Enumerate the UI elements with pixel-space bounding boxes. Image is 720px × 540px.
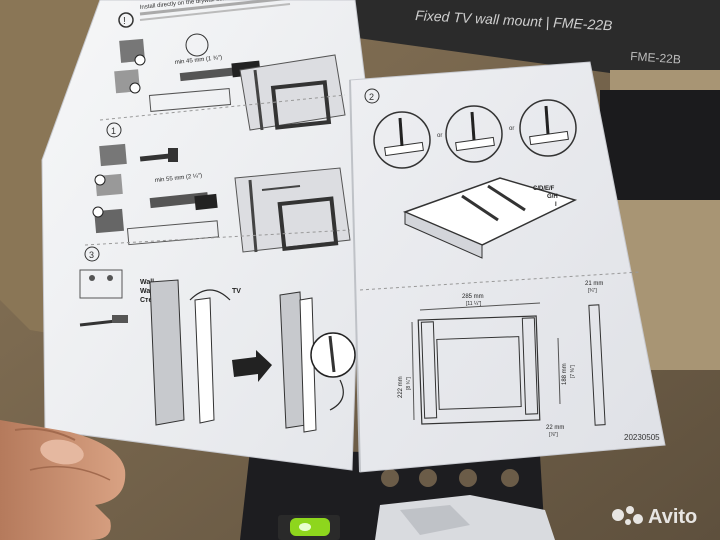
two-person-icon bbox=[79, 269, 123, 299]
step-2-number: 2 bbox=[369, 92, 374, 102]
screw-letters: C/D/E/F bbox=[533, 186, 555, 192]
bubble-level bbox=[278, 515, 340, 540]
width-dim: 285 mm bbox=[462, 294, 484, 300]
avito-logo-dot-3 bbox=[625, 519, 631, 525]
avito-logo-dot-2 bbox=[626, 506, 634, 514]
wall-label-de: Wand bbox=[140, 288, 159, 295]
tv-label: TV bbox=[232, 288, 241, 295]
doc-code: 20230505 bbox=[624, 433, 660, 442]
avito-watermark: Avito bbox=[612, 506, 697, 528]
manual-left-page: ! Install directly on the drywall surfac… bbox=[41, 0, 366, 471]
avito-brand: Avito bbox=[648, 506, 697, 528]
bottom-dim: 22 mm bbox=[546, 425, 564, 431]
avito-logo-dot-1 bbox=[612, 509, 624, 521]
width-in: [11 ¼"] bbox=[466, 301, 482, 307]
vesa-in: [7 ⅜"] bbox=[570, 364, 576, 378]
height-in: [8 ¾"] bbox=[406, 376, 412, 390]
box-model-code: FME-22B bbox=[630, 49, 682, 67]
avito-logo-dot-4 bbox=[633, 514, 643, 524]
screw-letters-2: G/H bbox=[547, 194, 558, 200]
dimension-drawing: 285 mm [11 ¼"] 222 mm [8 ¾"] 188 mm [7 ⅜… bbox=[398, 281, 660, 442]
bottom-in: [⅞"] bbox=[549, 432, 558, 438]
screwdriver-icon bbox=[79, 315, 128, 327]
depth-dim: 21 mm bbox=[585, 281, 603, 287]
min-depth-1: min 45 mm (1 ¾") bbox=[175, 55, 223, 66]
step-3-number: 3 bbox=[89, 250, 94, 260]
step-1-number: 1 bbox=[111, 126, 116, 136]
vesa-dim: 188 mm bbox=[562, 363, 568, 385]
depth-in: [¾"] bbox=[588, 288, 597, 294]
header-warning: ! Install directly on the drywall surfac… bbox=[118, 0, 291, 28]
tv-back-diagram: C/D/E/F G/H I bbox=[402, 177, 578, 259]
screw-options-row: or or bbox=[373, 99, 577, 169]
hand bbox=[0, 420, 126, 540]
tv-wall-drawing-2 bbox=[234, 167, 351, 253]
mount-install-diagram bbox=[149, 279, 356, 433]
tv-wall-drawing-1 bbox=[239, 54, 346, 131]
or-label-2: or bbox=[509, 126, 514, 132]
wall-type-row-top: min 45 mm (1 ¾") bbox=[114, 33, 261, 112]
height-dim: 222 mm bbox=[398, 376, 404, 398]
wall-label-en: Wall bbox=[140, 279, 154, 286]
min-depth-2: min 55 mm (2 ¼") bbox=[155, 173, 203, 184]
screw-bag bbox=[375, 495, 555, 540]
header-note: Install directly on the drywall surface bbox=[140, 0, 237, 11]
manual-right-page: 2 or or C/D/E/F G/H I 285 mm [1 bbox=[349, 61, 666, 473]
screw-letter-i: I bbox=[555, 202, 557, 208]
svg-text:!: ! bbox=[123, 16, 126, 27]
wall-type-row-mid: min 55 mm (2 ¼") bbox=[92, 143, 220, 246]
or-label-1: or bbox=[437, 133, 442, 139]
